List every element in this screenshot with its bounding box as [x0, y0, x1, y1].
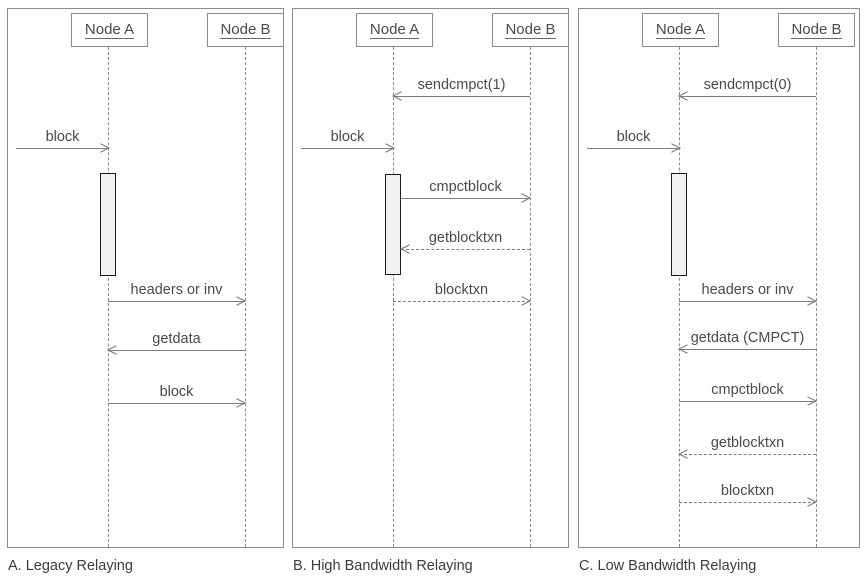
message-line [679, 301, 816, 302]
panel-legacy-relaying: Node A Node B block headers or inv [7, 8, 284, 548]
lifeline-node-a [393, 47, 394, 547]
arrowhead-right-icon [236, 398, 246, 408]
message-label: headers or inv [130, 281, 223, 298]
message-line [679, 454, 816, 455]
arrowhead-right-icon [100, 143, 110, 153]
actor-label-node-a: Node A [369, 20, 420, 40]
actor-box-node-b: Node B [778, 13, 855, 47]
message-line [301, 148, 394, 149]
lifeline-node-a [679, 47, 680, 547]
message-label: getdata (CMPCT) [690, 329, 805, 346]
arrowhead-right-icon [807, 396, 817, 406]
arrowhead-left-icon [678, 91, 688, 101]
caption-panel-b: B. High Bandwidth Relaying [293, 558, 473, 574]
lifeline-node-b [816, 47, 817, 547]
message-label: headers or inv [701, 281, 794, 298]
actor-label-node-b: Node B [505, 20, 556, 40]
message-label: block [330, 128, 365, 145]
message-line [108, 301, 245, 302]
message-line [401, 198, 530, 199]
message-line [679, 401, 816, 402]
arrowhead-right-icon [807, 296, 817, 306]
message-label: getblocktxn [710, 434, 785, 451]
actor-label-node-a: Node A [655, 20, 706, 40]
message-line [108, 403, 245, 404]
actor-box-node-b: Node B [207, 13, 284, 47]
message-line [16, 148, 109, 149]
message-label: getdata [152, 330, 201, 347]
message-line [108, 350, 245, 351]
message-label: sendcmpct(0) [703, 76, 792, 93]
message-label: cmpctblock [711, 381, 784, 398]
actor-box-node-a: Node A [356, 13, 433, 47]
message-label: cmpctblock [429, 178, 502, 195]
message-line [587, 148, 680, 149]
message-label: block [616, 128, 651, 145]
arrowhead-left-icon [400, 244, 410, 254]
message-line [679, 96, 816, 97]
arrowhead-left-icon [392, 91, 402, 101]
arrowhead-left-icon [107, 345, 117, 355]
arrowhead-right-icon [521, 296, 531, 306]
arrowhead-right-icon [521, 193, 531, 203]
message-line [393, 96, 530, 97]
message-line [679, 502, 816, 503]
message-label: blocktxn [720, 482, 775, 499]
message-label: block [45, 128, 80, 145]
activation-bar-node-a [385, 174, 401, 275]
activation-bar-node-a [100, 173, 116, 276]
caption-panel-a: A. Legacy Relaying [8, 558, 133, 574]
message-line [679, 349, 816, 350]
actor-label-node-b: Node B [791, 20, 842, 40]
message-line [393, 301, 530, 302]
lifeline-node-b [530, 47, 531, 547]
arrowhead-left-icon [678, 449, 688, 459]
arrowhead-right-icon [807, 497, 817, 507]
message-label: block [159, 383, 194, 400]
activation-bar-node-a [671, 173, 687, 276]
arrowhead-left-icon [678, 344, 688, 354]
actor-box-node-a: Node A [71, 13, 148, 47]
arrowhead-right-icon [671, 143, 681, 153]
actor-box-node-b: Node B [492, 13, 569, 47]
message-line [401, 249, 530, 250]
arrowhead-right-icon [236, 296, 246, 306]
actor-label-node-b: Node B [220, 20, 271, 40]
message-label: getblocktxn [428, 229, 503, 246]
caption-panel-c: C. Low Bandwidth Relaying [579, 558, 757, 574]
message-label: sendcmpct(1) [417, 76, 506, 93]
arrowhead-right-icon [385, 143, 395, 153]
lifeline-node-a [108, 47, 109, 547]
panel-high-bandwidth-relaying: Node A Node B sendcmpct(1) block [292, 8, 569, 548]
actor-box-node-a: Node A [642, 13, 719, 47]
panel-low-bandwidth-relaying: Node A Node B sendcmpct(0) block [578, 8, 860, 548]
actor-label-node-a: Node A [84, 20, 135, 40]
lifeline-node-b [245, 47, 246, 547]
message-label: blocktxn [434, 281, 489, 298]
